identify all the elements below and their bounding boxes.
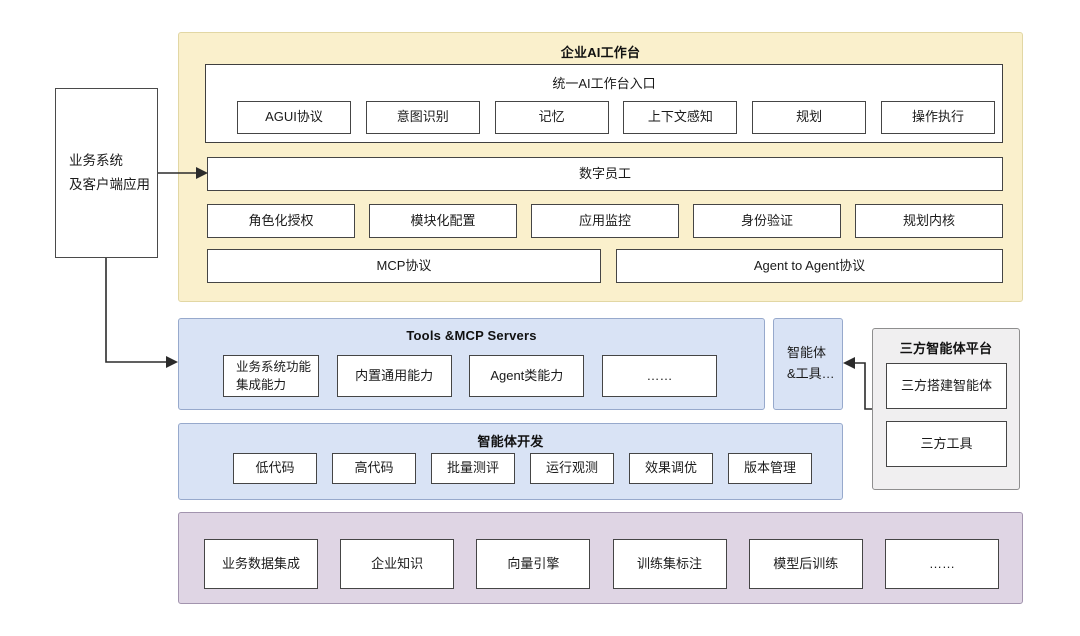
enterprise-ai-workbench-title: 企业AI工作台 <box>560 45 641 60</box>
agent-dev-item: 效果调优 <box>629 453 713 484</box>
capability-items-row: 角色化授权 模块化配置 应用监控 身份验证 规划内核 <box>207 204 1003 238</box>
capability-item: 角色化授权 <box>207 204 355 238</box>
connector-business-to-tools <box>105 258 167 363</box>
unified-workbench-entry-title: 统一AI工作台入口 <box>552 76 656 91</box>
panel-third-party-agent-platform: 三方智能体平台 三方搭建智能体 三方工具 <box>872 328 1020 490</box>
agent-to-agent-protocol-bar: Agent to Agent协议 <box>616 249 1003 283</box>
data-platform-item: 模型后训练 <box>748 539 863 589</box>
capability-item: 规划内核 <box>855 204 1003 238</box>
tools-item: 内置通用能力 <box>336 355 452 397</box>
entry-item: 规划 <box>752 101 867 134</box>
data-platform-item: 业务数据集成 <box>204 539 318 589</box>
connector-third-party-to-agents <box>854 362 872 410</box>
panel-enterprise-ai-workbench: 企业AI工作台 统一AI工作台入口 AGUI协议 意图识别 记忆 上下文感知 规… <box>178 32 1023 302</box>
data-platform-item-more: …… <box>884 539 999 589</box>
protocol-items-row: MCP协议 Agent to Agent协议 <box>207 249 1003 283</box>
digital-worker-bar: 数字员工 <box>207 157 1003 191</box>
entry-item: 上下文感知 <box>623 101 738 134</box>
data-platform-item: 向量引擎 <box>476 539 591 589</box>
agents-and-tools-label: 智能体 &工具… <box>787 345 835 381</box>
tools-mcp-servers-title: Tools &MCP Servers <box>406 328 537 343</box>
agent-dev-item: 高代码 <box>332 453 416 484</box>
data-platform-items-row: 业务数据集成 企业知识 向量引擎 训练集标注 模型后训练 …… <box>204 539 999 589</box>
third-party-agent-item: 三方搭建智能体 <box>886 363 1007 409</box>
capability-item: 应用监控 <box>531 204 679 238</box>
entry-item: 意图识别 <box>365 101 480 134</box>
panel-tools-mcp-servers: Tools &MCP Servers 业务系统功能 集成能力 内置通用能力 Ag… <box>178 318 765 410</box>
panel-agents-and-tools: 智能体 &工具… <box>773 318 843 410</box>
entry-item: 记忆 <box>494 101 609 134</box>
agent-dev-item: 版本管理 <box>728 453 812 484</box>
unified-workbench-entry-box: 统一AI工作台入口 AGUI协议 意图识别 记忆 上下文感知 规划 操作执行 <box>205 64 1003 143</box>
agent-dev-item: 低代码 <box>233 453 317 484</box>
agent-dev-item: 运行观测 <box>530 453 614 484</box>
data-platform-item: 训练集标注 <box>612 539 727 589</box>
panel-agent-development: 智能体开发 低代码 高代码 批量测评 运行观测 效果调优 版本管理 <box>178 423 843 500</box>
third-party-platform-title: 三方智能体平台 <box>899 341 993 356</box>
agent-dev-items-row: 低代码 高代码 批量测评 运行观测 效果调优 版本管理 <box>233 453 812 484</box>
capability-item: 模块化配置 <box>369 204 517 238</box>
panel-data-platform: 业务数据集成 企业知识 向量引擎 训练集标注 模型后训练 …… <box>178 512 1023 604</box>
tools-items-row: 业务系统功能 集成能力 内置通用能力 Agent类能力 …… <box>223 355 717 397</box>
tools-item-more: …… <box>601 355 717 397</box>
data-platform-item: 企业知识 <box>340 539 455 589</box>
agent-dev-item: 批量测评 <box>431 453 515 484</box>
business-system-label: 业务系统 及客户端应用 <box>69 153 150 192</box>
arrowhead-left-into-agents-tools <box>843 357 855 369</box>
tools-item: Agent类能力 <box>469 355 585 397</box>
entry-items-row: AGUI协议 意图识别 记忆 上下文感知 规划 操作执行 <box>237 101 995 134</box>
tools-item: 业务系统功能 集成能力 <box>223 355 319 397</box>
entry-item: 操作执行 <box>880 101 995 134</box>
capability-item: 身份验证 <box>693 204 841 238</box>
business-system-box: 业务系统 及客户端应用 <box>55 88 158 258</box>
arrowhead-right-into-tools <box>166 356 178 368</box>
entry-item: AGUI协议 <box>237 101 351 134</box>
agent-development-title: 智能体开发 <box>477 434 544 449</box>
third-party-tool-item: 三方工具 <box>886 421 1007 467</box>
mcp-protocol-bar: MCP协议 <box>207 249 601 283</box>
